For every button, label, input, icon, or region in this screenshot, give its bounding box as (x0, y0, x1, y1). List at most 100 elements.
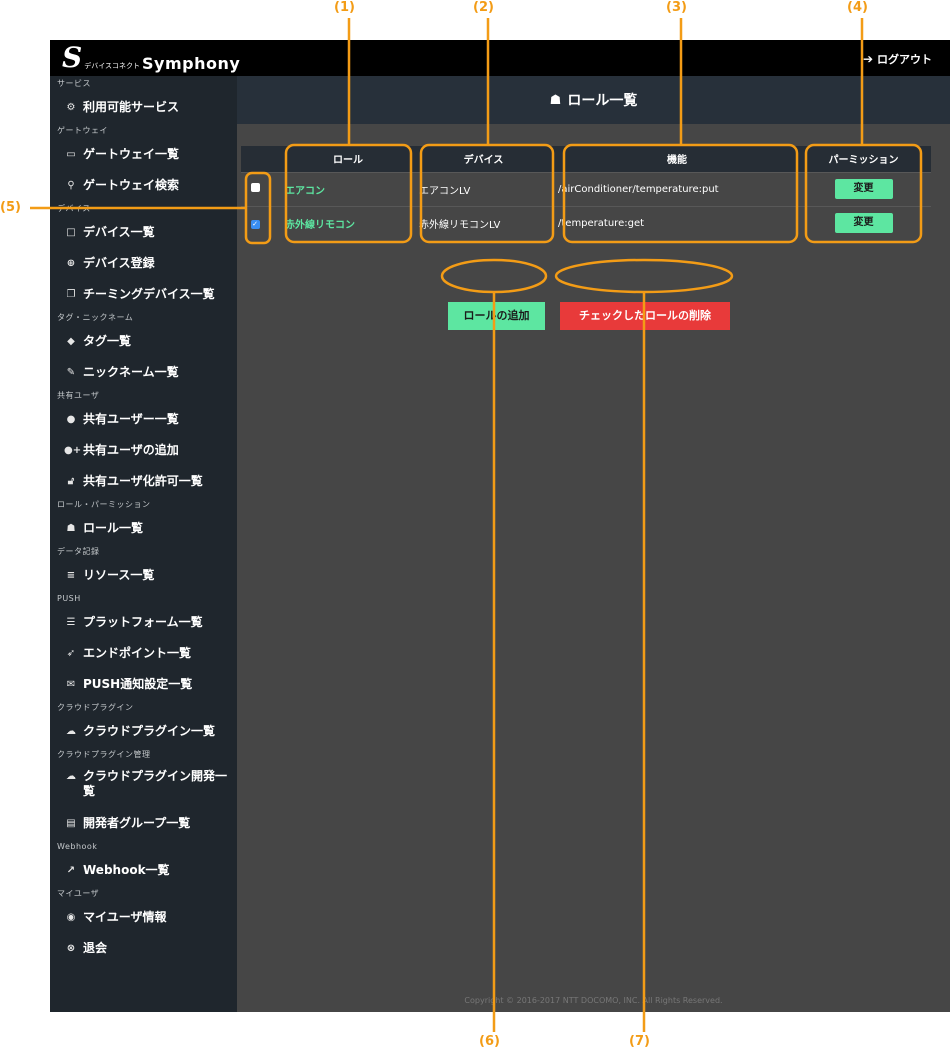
add-role-button[interactable]: ロールの追加 (448, 302, 545, 330)
sidebar-item-label: PUSH通知設定一覧 (83, 677, 193, 691)
sidebar-section-title: ゲートウェイ (57, 126, 108, 135)
sidebar-item-my-user-info[interactable]: ◉ マイユーザ情報 (50, 902, 237, 933)
change-permission-button[interactable]: 変更 (834, 213, 893, 234)
role-link[interactable]: エアコン (285, 185, 325, 197)
callout-label-7: (7) (629, 1034, 650, 1049)
row-checkbox-cell (241, 171, 269, 206)
sidebar-item-resource-list[interactable]: ≡ リソース一覧 (50, 560, 237, 591)
header-checkbox-col (241, 146, 269, 172)
sidebar-item-nickname-list[interactable]: ✎ニックネーム一覧 (50, 357, 237, 388)
sidebar-section-title: クラウドプラグイン管理 (57, 750, 151, 759)
sidebar-section-title: 共有ユーザ (57, 391, 100, 400)
callout-label-4: (4) (847, 0, 868, 15)
sidebar-item-device-register[interactable]: ⊕ デバイス登録 (50, 248, 237, 279)
hdd-icon: ▭ (66, 149, 76, 160)
sidebar-item-withdraw[interactable]: ⊗ 退会 (50, 933, 237, 964)
user-circle-icon: ◉ (66, 912, 76, 923)
table-row: ✓ 赤外線リモコン 赤外線リモコンLV /temperature:get 変更 (241, 205, 931, 240)
role-link[interactable]: 赤外線リモコン (285, 219, 355, 231)
sidebar-item-label: デバイス登録 (83, 256, 155, 270)
sidebar-item-label: チーミングデバイス一覧 (83, 287, 215, 301)
row-checkbox-cell: ✓ (241, 205, 269, 240)
sidebar-item-label: エンドポイント一覧 (83, 646, 192, 660)
permission-cell: 変更 (796, 205, 931, 240)
row-checkbox[interactable] (250, 183, 260, 192)
logout-label: ログアウト (877, 53, 932, 66)
sidebar-section-title: デバイス (57, 204, 91, 213)
clone-icon: ❐ (66, 289, 76, 300)
sidebar-item-teaming-device-list[interactable]: ❐ チーミングデバイス一覧 (50, 279, 237, 310)
callout-label-5: (5) (0, 200, 21, 215)
plus-circle-icon: ⊕ (66, 258, 76, 269)
sidebar-item-shared-user-permit-list[interactable]: 🔓︎共有ユーザ化許可一覧 (50, 466, 237, 497)
table-row: エアコン エアコンLV /airConditioner/temperature:… (241, 171, 931, 206)
sidebar-item-gateway-list[interactable]: ▭ ゲートウェイ一覧 (50, 139, 237, 170)
top-navbar: S デバイスコネクト Symphony ➔ ログアウト (50, 40, 950, 76)
database-icon: ≡ (66, 570, 76, 581)
logo-mark: S (62, 41, 83, 74)
sidebar-item-label: 利用可能サービス (83, 100, 180, 114)
sidebar-item-label: プラットフォーム一覧 (83, 615, 203, 629)
sidebar-item-label: クラウドプラグイン一覧 (83, 724, 216, 738)
sidebar-item-shared-user-add[interactable]: ●+共有ユーザの追加 (50, 435, 237, 466)
sidebar-item-device-list[interactable]: □デバイス一覧 (50, 217, 237, 248)
sidebar-item-developer-group-list[interactable]: ▤開発者グループ一覧 (50, 808, 237, 839)
sidebar-item-shared-user-list[interactable]: ●共有ユーザー一覧 (50, 404, 237, 435)
sidebar-item-label: デバイス一覧 (83, 225, 155, 239)
table-header-row: ロール デバイス 機能 パーミッション (241, 146, 931, 172)
sidebar-item-platform-list[interactable]: ☰ プラットフォーム一覧 (50, 607, 237, 638)
sidebar-item-webhook-list[interactable]: ↗Webhook一覧 (50, 855, 237, 886)
roles-table: ロール デバイス 機能 パーミッション エアコン エアコンLV /airCond… (241, 146, 931, 240)
sidebar-item-label: ニックネーム一覧 (83, 365, 179, 379)
sidebar-item-label: 共有ユーザー一覧 (83, 412, 179, 426)
sidebar-item-cloud-plugin-list[interactable]: ☁ クラウドプラグイン一覧 (50, 716, 237, 747)
row-checkbox[interactable]: ✓ (250, 219, 260, 229)
delete-checked-roles-button[interactable]: チェックしたロールの削除 (560, 302, 730, 330)
sidebar-item-available-services[interactable]: ⚙ 利用可能サービス (50, 92, 237, 123)
header-function: 機能 (548, 146, 796, 172)
callout-label-2: (2) (473, 0, 494, 15)
sidebar-item-label: リソース一覧 (83, 568, 155, 582)
sidebar-item-role-list[interactable]: ☗ロール一覧 (50, 513, 237, 544)
copyright-text: Copyright © 2016-2017 NTT DOCOMO, INC. A… (464, 996, 723, 1005)
callout-label-3: (3) (666, 0, 687, 15)
app-logo[interactable]: S デバイスコネクト Symphony (62, 40, 240, 76)
search-icon: ⚲ (67, 180, 75, 191)
server-icon: ☰ (66, 617, 76, 628)
cloud-icon: ☁ (66, 726, 76, 737)
logout-link[interactable]: ➔ ログアウト (863, 51, 932, 67)
app-window: S デバイスコネクト Symphony ➔ ログアウト サービス ⚙ 利用可能サー… (50, 40, 950, 1012)
sidebar-section-title: PUSH (57, 594, 81, 603)
envelope-icon: ✉ (66, 679, 76, 690)
sidebar-item-cloud-plugin-dev-list[interactable]: ☁クラウドプラグイン開発一覧 (50, 763, 237, 808)
unlock-icon: 🔓︎ (67, 476, 75, 487)
header-permission: パーミッション (796, 146, 931, 172)
sidebar-item-label: ロール一覧 (83, 521, 144, 535)
sidebar-item-push-settings[interactable]: ✉ PUSH通知設定一覧 (50, 669, 237, 700)
gears-icon: ⚙ (66, 102, 76, 113)
sidebar-section-title: サービス (57, 79, 91, 88)
paper-plane-icon: ➶ (66, 648, 76, 659)
sidebar-section-title: クラウドプラグイン (57, 703, 134, 712)
sidebar-item-gateway-search[interactable]: ⚲ゲートウェイ検索 (50, 170, 237, 201)
sidebar-section-title: タグ・ニックネーム (57, 313, 134, 322)
sidebar-item-label: マイユーザ情報 (83, 910, 167, 924)
sidebar-section-title: データ記録 (57, 547, 100, 556)
sidebar-section-title: マイユーザ (57, 889, 100, 898)
sidebar-item-label: ゲートウェイ一覧 (83, 147, 180, 161)
device-cell: エアコンLV (411, 171, 548, 206)
change-permission-button[interactable]: 変更 (834, 179, 893, 199)
header-role: ロール (269, 146, 411, 172)
times-circle-icon: ⊗ (66, 943, 76, 954)
sidebar-item-label: タグ一覧 (83, 334, 132, 348)
sidebar-item-label: クラウドプラグイン開発一覧 (83, 769, 228, 798)
sidebar-item-label: 共有ユーザの追加 (83, 443, 179, 457)
logo-name: Symphony (142, 54, 241, 73)
sidebar-item-label: 退会 (83, 941, 108, 955)
device-cell: 赤外線リモコンLV (411, 205, 548, 240)
sidebar-item-endpoint-list[interactable]: ➶ エンドポイント一覧 (50, 638, 237, 669)
sidebar-item-label: Webhook一覧 (83, 863, 170, 877)
page-title: ロール一覧 (567, 93, 638, 109)
sidebar-item-label: 開発者グループ一覧 (83, 816, 191, 830)
sidebar-item-tag-list[interactable]: ◆タグ一覧 (50, 326, 237, 357)
